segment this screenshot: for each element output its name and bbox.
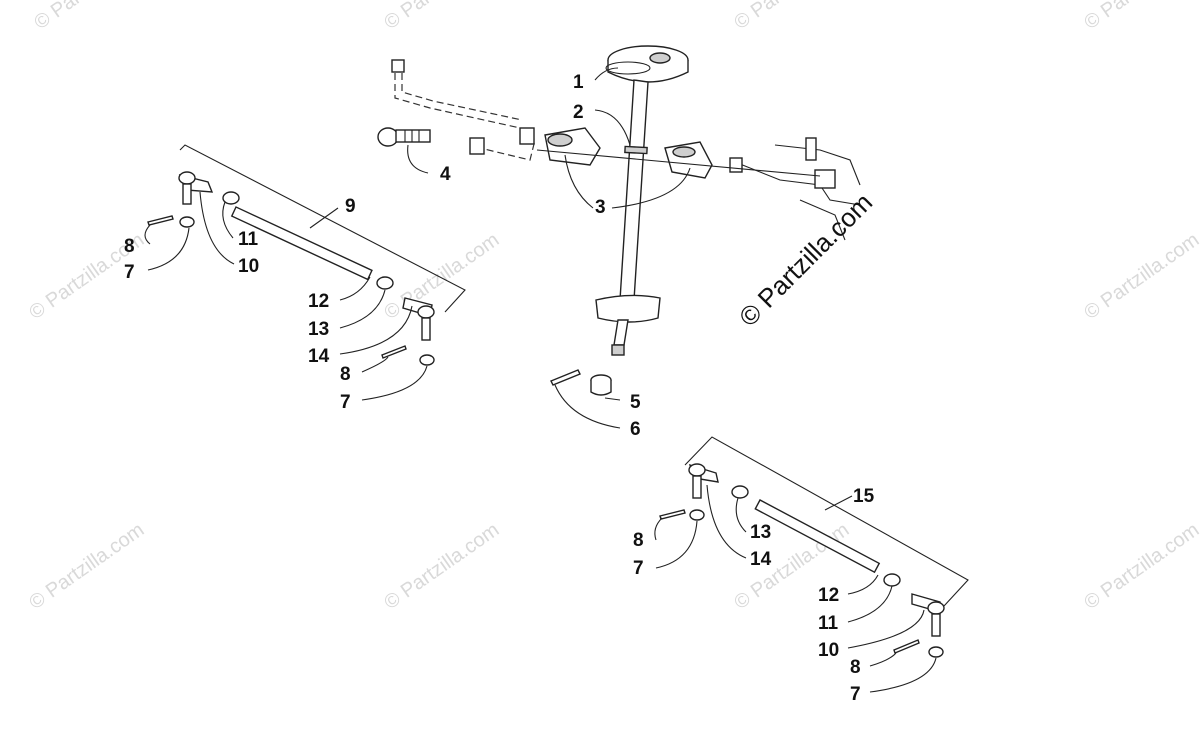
callout-11: 11 <box>818 613 839 634</box>
callout-6: 6 <box>630 419 641 440</box>
bushing-block-right <box>664 141 713 179</box>
callout-14: 14 <box>750 549 772 570</box>
frame-dashed-left <box>391 59 536 161</box>
tie-rod-right-frame <box>684 436 969 607</box>
callout-13: 13 <box>750 522 771 543</box>
callout-7: 7 <box>633 558 644 579</box>
callout-14: 14 <box>308 346 330 367</box>
watermark: © Partzilla.com <box>380 519 503 614</box>
callout-11: 11 <box>238 229 259 250</box>
callout-8: 8 <box>633 530 644 551</box>
callout-9: 9 <box>345 196 356 217</box>
cotter-pin-6 <box>550 369 581 386</box>
callout-3: 3 <box>595 197 606 218</box>
tie-rod-left <box>147 144 466 366</box>
callout-13: 13 <box>308 319 329 340</box>
callouts: 1 2 3 4 5 6 9 11 10 8 7 12 13 14 8 7 15 … <box>124 72 875 705</box>
bolt-4 <box>377 127 431 147</box>
brand-label: © Partzilla.com <box>733 187 878 332</box>
watermark: © Partzilla.com <box>380 229 503 324</box>
callout-5: 5 <box>630 392 641 413</box>
callout-7: 7 <box>850 684 861 705</box>
watermark: © Partzilla.com <box>30 0 153 34</box>
callout-8: 8 <box>340 364 351 385</box>
callout-8: 8 <box>850 657 861 678</box>
watermark: © Partzilla.com <box>25 519 148 614</box>
callout-15: 15 <box>853 486 875 507</box>
callout-10: 10 <box>238 256 259 277</box>
bushing-block-left <box>544 127 601 166</box>
tie-rod-right <box>659 436 969 658</box>
callout-8: 8 <box>124 236 135 257</box>
watermark: © Partzilla.com <box>1080 229 1200 324</box>
callout-7: 7 <box>124 262 135 283</box>
callout-7: 7 <box>340 392 351 413</box>
watermark: © Partzilla.com <box>380 0 503 34</box>
frame-right <box>729 137 861 241</box>
callout-12: 12 <box>818 585 839 606</box>
axis-line-top <box>536 149 821 177</box>
watermark: © Partzilla.com <box>1080 519 1200 614</box>
leader-lines <box>144 67 937 693</box>
watermark: © Partzilla.com <box>1080 0 1200 34</box>
part-1-ring <box>605 61 651 75</box>
nut-5 <box>590 374 612 396</box>
callout-10: 10 <box>818 640 839 661</box>
steering-column <box>595 45 689 356</box>
callout-1: 1 <box>573 72 584 93</box>
callout-2: 2 <box>573 102 584 123</box>
callout-4: 4 <box>440 164 451 185</box>
callout-12: 12 <box>308 291 329 312</box>
watermark: © Partzilla.com <box>730 0 853 34</box>
